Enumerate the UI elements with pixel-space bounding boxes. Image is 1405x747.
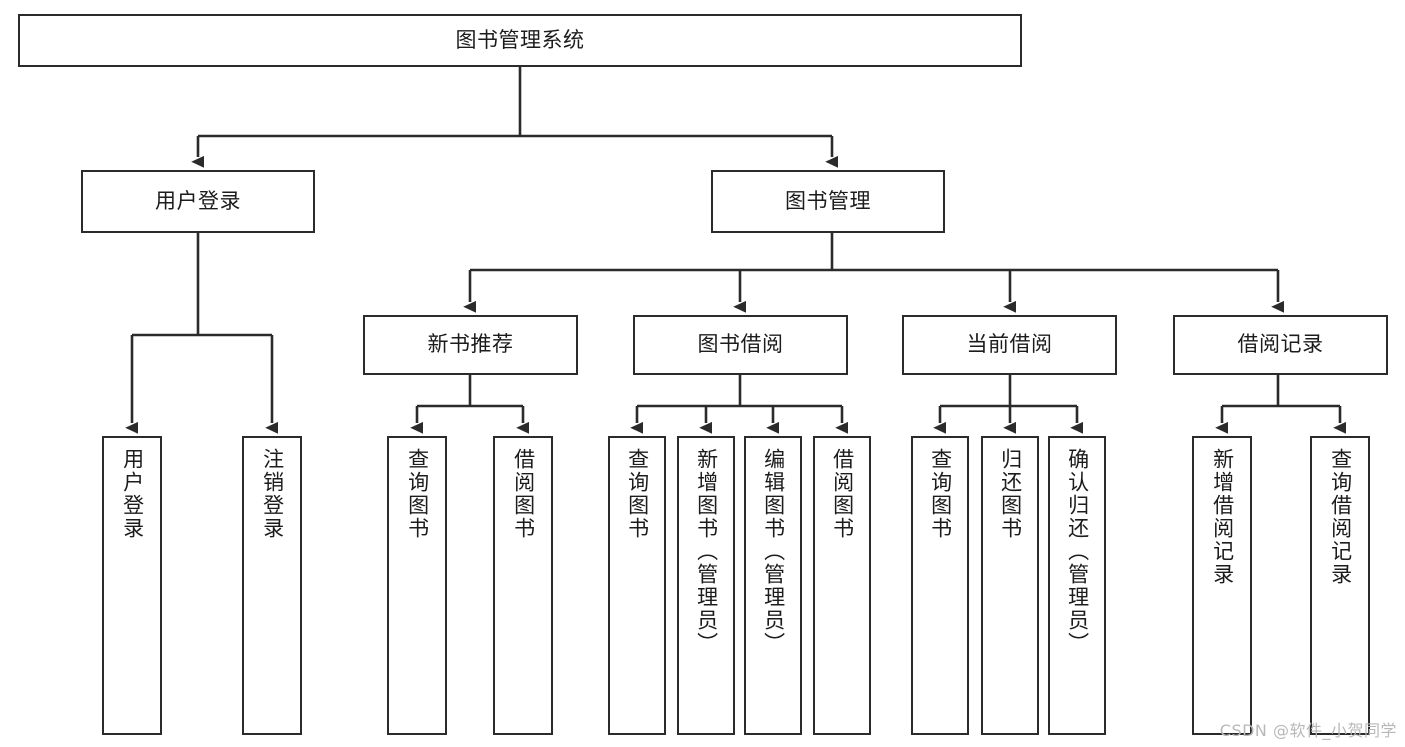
node-borrowing-records[interactable]: 借阅记录 bbox=[1173, 315, 1388, 375]
leaf-record-add-borrow-record[interactable]: 新增借阅记录 bbox=[1192, 436, 1252, 735]
leaf-current-borrow-return-books[interactable]: 归还图书 bbox=[981, 436, 1039, 735]
node-label: 查询借阅记录 bbox=[1328, 448, 1353, 586]
node-root-book-management-system[interactable]: 图书管理系统 bbox=[18, 14, 1022, 67]
leaf-record-query-borrow-record[interactable]: 查询借阅记录 bbox=[1310, 436, 1370, 735]
node-label: 新书推荐 bbox=[427, 332, 514, 357]
node-book-management[interactable]: 图书管理 bbox=[711, 170, 945, 233]
node-label: 确认归还（管理员） bbox=[1065, 448, 1090, 655]
node-label: 归还图书 bbox=[998, 448, 1023, 540]
node-book-borrowing[interactable]: 图书借阅 bbox=[633, 315, 848, 375]
leaf-book-borrow-edit-book-admin[interactable]: 编辑图书（管理员） bbox=[744, 436, 802, 735]
node-label: 查询图书 bbox=[625, 448, 650, 540]
leaf-user-login-logout[interactable]: 注销登录 bbox=[242, 436, 302, 735]
leaf-book-borrow-query-books[interactable]: 查询图书 bbox=[608, 436, 666, 735]
node-label: 新增借阅记录 bbox=[1210, 448, 1235, 586]
watermark: CSDN @软件_小贺同学 bbox=[1219, 721, 1397, 740]
node-label: 图书借阅 bbox=[697, 332, 784, 357]
node-label: 编辑图书（管理员） bbox=[761, 448, 786, 655]
leaf-current-borrow-query-books[interactable]: 查询图书 bbox=[911, 436, 969, 735]
leaf-new-book-query-books[interactable]: 查询图书 bbox=[387, 436, 447, 735]
leaf-book-borrow-add-book-admin[interactable]: 新增图书（管理员） bbox=[677, 436, 735, 735]
node-label: 用户登录 bbox=[120, 448, 145, 540]
leaf-current-borrow-confirm-return-admin[interactable]: 确认归还（管理员） bbox=[1048, 436, 1106, 735]
node-label: 注销登录 bbox=[260, 448, 285, 540]
node-user-login[interactable]: 用户登录 bbox=[81, 170, 315, 233]
node-label: 当前借阅 bbox=[966, 332, 1053, 357]
node-label: 图书管理 bbox=[785, 188, 871, 213]
leaf-book-borrow-borrow-books[interactable]: 借阅图书 bbox=[813, 436, 871, 735]
node-new-book-recommendation[interactable]: 新书推荐 bbox=[363, 315, 578, 375]
leaf-new-book-borrow-books[interactable]: 借阅图书 bbox=[493, 436, 553, 735]
node-label: 查询图书 bbox=[405, 448, 430, 540]
node-label: 借阅图书 bbox=[511, 448, 536, 540]
leaf-user-login-login[interactable]: 用户登录 bbox=[102, 436, 162, 735]
node-label: 借阅图书 bbox=[830, 448, 855, 540]
node-label: 借阅记录 bbox=[1237, 332, 1324, 357]
node-label: 用户登录 bbox=[155, 188, 241, 213]
node-label: 新增图书（管理员） bbox=[694, 448, 719, 655]
node-label: 查询图书 bbox=[928, 448, 953, 540]
node-label: 图书管理系统 bbox=[455, 27, 585, 52]
node-current-borrowing[interactable]: 当前借阅 bbox=[902, 315, 1117, 375]
